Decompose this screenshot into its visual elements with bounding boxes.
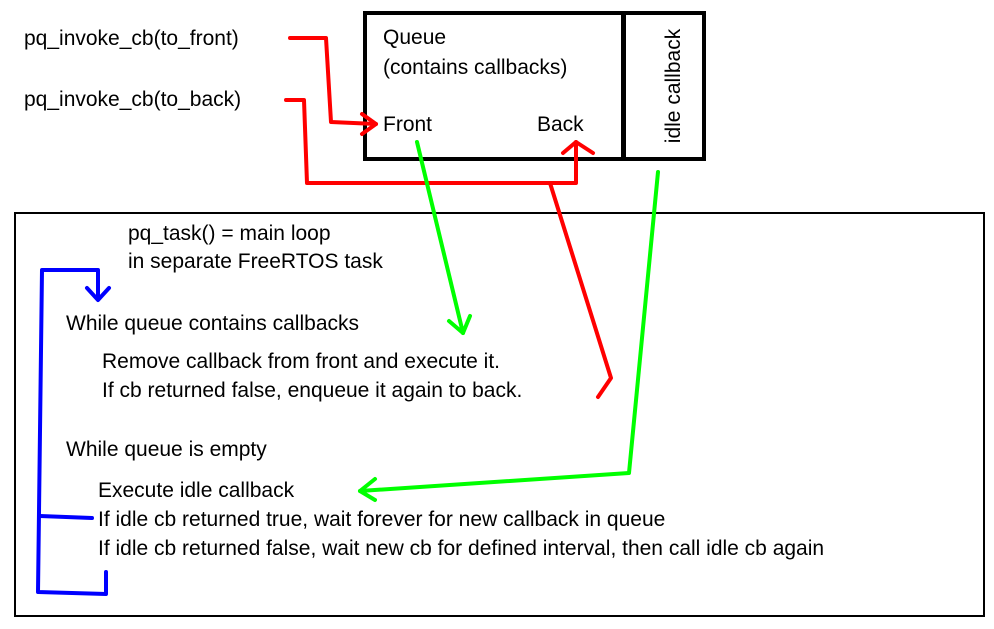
idle-false-line: If idle cb returned false, wait new cb f…: [98, 537, 825, 560]
red-arrow-to-front: [288, 36, 378, 126]
blue-loop-tick: [38, 514, 94, 520]
while-callbacks-label: While queue contains callbacks: [66, 312, 359, 335]
task-box: [14, 212, 985, 617]
execute-idle-line: Execute idle callback: [98, 479, 295, 502]
while-empty-label: While queue is empty: [66, 438, 267, 461]
green-arrow-idle-head: [358, 477, 377, 502]
blue-loop-bracket: [36, 268, 108, 596]
requeue-callback-line: If cb returned false, enqueue it again t…: [102, 379, 523, 402]
queue-front-label: Front: [383, 113, 433, 136]
queue-back-label: Back: [537, 113, 584, 136]
invoke-front-label: pq_invoke_cb(to_front): [24, 27, 239, 50]
task-title-line2: in separate FreeRTOS task: [128, 250, 383, 273]
idle-true-line: If idle cb returned true, wait forever f…: [98, 508, 666, 531]
remove-callback-line: Remove callback from front and execute i…: [102, 350, 501, 373]
green-arrow-front-head: [447, 314, 472, 335]
queue-title: Queue: [383, 26, 447, 49]
red-arrow-to-back-head: [561, 140, 595, 155]
queue-subtitle: (contains callbacks): [383, 56, 568, 79]
blue-loop-arrowhead: [85, 286, 111, 302]
idle-callback-box: [622, 11, 706, 161]
green-arrow-front: [415, 140, 465, 335]
invoke-back-label: pq_invoke_cb(to_back): [24, 88, 242, 111]
red-arrow-to-back: [284, 98, 578, 185]
red-arrow-requeue: [548, 181, 613, 399]
task-title-line1: pq_task() = main loop: [128, 222, 331, 245]
green-arrow-idle: [358, 170, 660, 493]
red-arrow-to-front-head: [360, 112, 378, 136]
